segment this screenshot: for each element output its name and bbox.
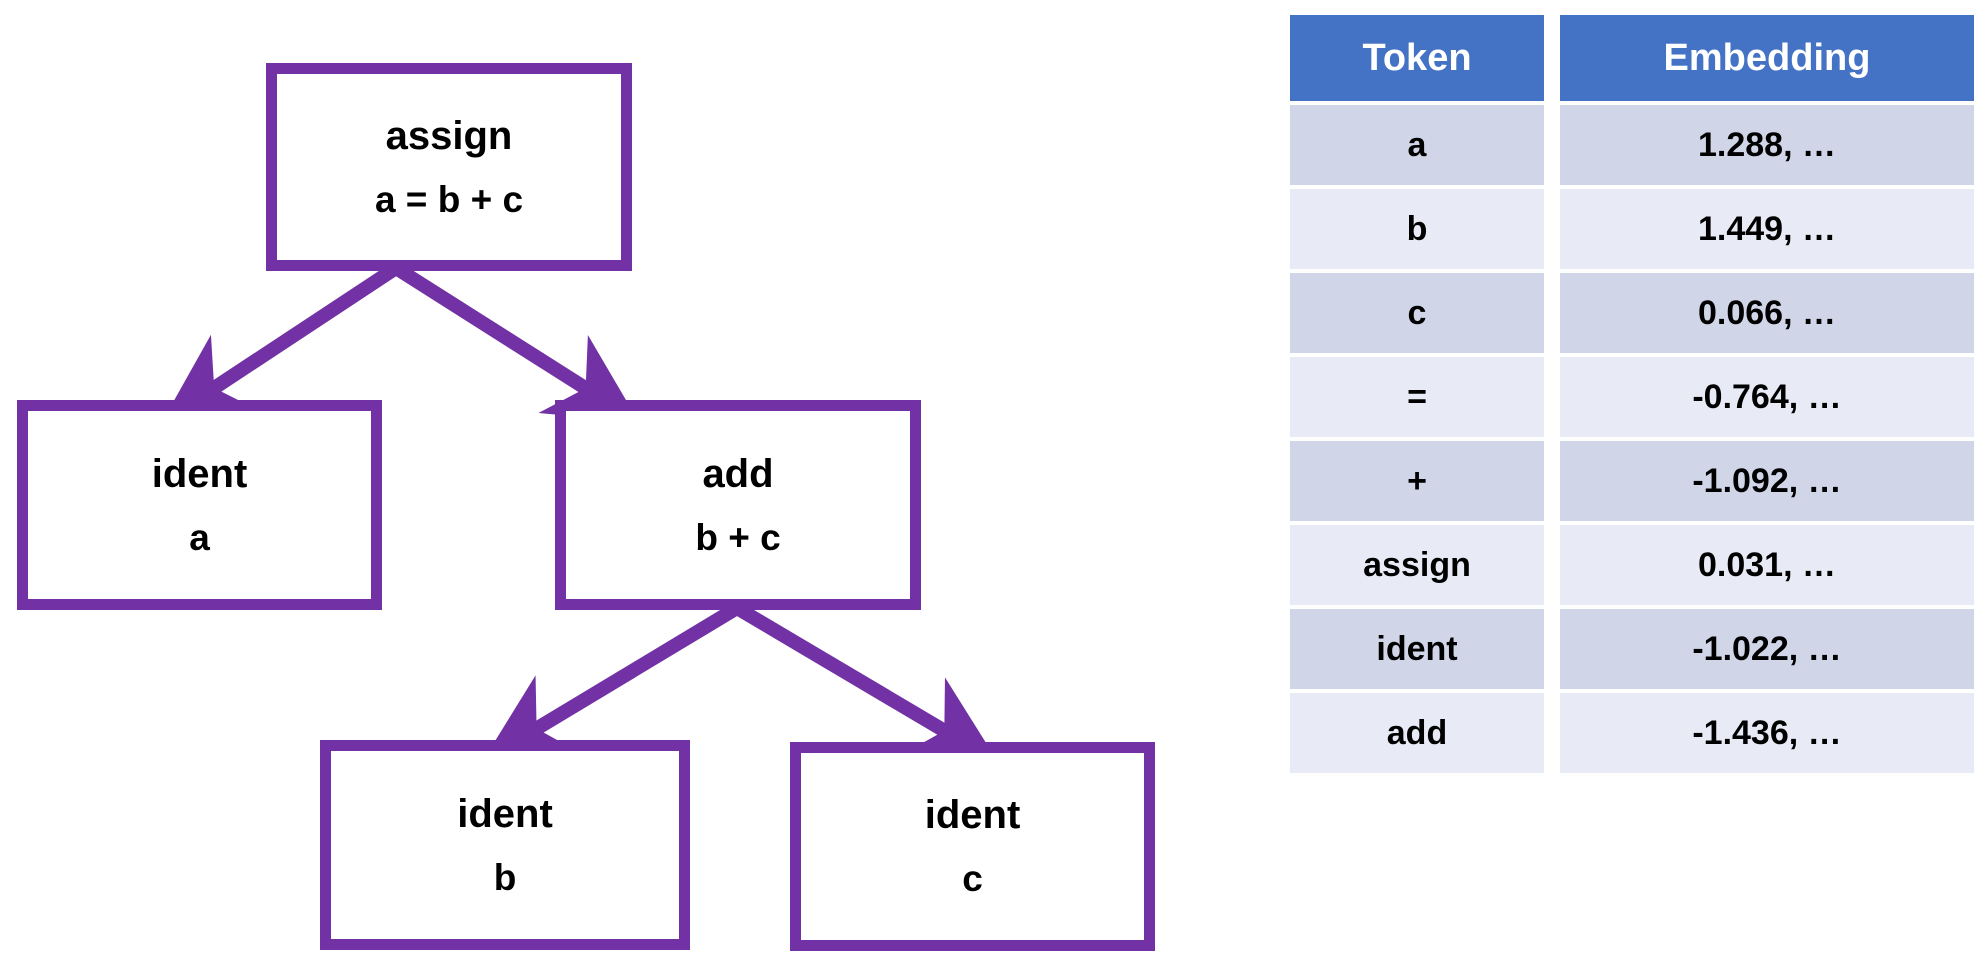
ast-node-ident-c[interactable]: ident c xyxy=(790,742,1155,951)
ast-node-expr-label: a xyxy=(189,516,210,558)
ast-node-expr-label: a = b + c xyxy=(374,178,524,220)
edge-assign-to-ident-a xyxy=(161,262,400,423)
ast-node-ident-b[interactable]: ident b xyxy=(320,740,690,950)
cell-embedding: -0.764, … xyxy=(1560,357,1974,437)
cell-embedding: -1.022, … xyxy=(1560,609,1974,689)
column-header-token: Token xyxy=(1290,15,1544,101)
table-row[interactable]: + -1.092, … xyxy=(1290,441,1974,521)
cell-token: a xyxy=(1290,105,1544,185)
ast-node-expr-label: c xyxy=(962,858,983,900)
cell-embedding: 1.288, … xyxy=(1560,105,1974,185)
ast-diagram: assign a = b + c ident a add b + c ident… xyxy=(17,63,1155,951)
ast-node-ident-a[interactable]: ident a xyxy=(17,400,382,610)
ast-node-assign[interactable]: assign a = b + c xyxy=(266,63,632,271)
edge-add-to-ident-c xyxy=(733,601,999,763)
cell-token: assign xyxy=(1290,525,1544,605)
cell-token: = xyxy=(1290,357,1544,437)
ast-node-type-label: assign xyxy=(385,113,513,158)
table-row[interactable]: assign 0.031, … xyxy=(1290,525,1974,605)
cell-embedding: -1.436, … xyxy=(1560,693,1974,773)
cell-embedding: 0.031, … xyxy=(1560,525,1974,605)
cell-embedding: -1.092, … xyxy=(1560,441,1974,521)
table-row[interactable]: add -1.436, … xyxy=(1290,693,1974,773)
ast-node-expr-label: b xyxy=(493,856,517,898)
cell-embedding: 1.449, … xyxy=(1560,189,1974,269)
cell-token: b xyxy=(1290,189,1544,269)
cell-token: add xyxy=(1290,693,1544,773)
cell-token: + xyxy=(1290,441,1544,521)
ast-node-type-label: add xyxy=(702,451,774,496)
table-row[interactable]: a 1.288, … xyxy=(1290,105,1974,185)
embedding-table: Token Embedding a 1.288, … b 1.449, … c … xyxy=(1290,15,1974,777)
cell-embedding: 0.066, … xyxy=(1560,273,1974,353)
cell-token: ident xyxy=(1290,609,1544,689)
ast-node-add[interactable]: add b + c xyxy=(555,400,921,610)
ast-node-type-label: ident xyxy=(151,451,248,496)
edge-add-to-ident-b xyxy=(482,602,741,762)
ast-node-expr-label: b + c xyxy=(695,516,781,558)
table-header-row: Token Embedding xyxy=(1290,15,1974,101)
table-row[interactable]: = -0.764, … xyxy=(1290,357,1974,437)
table-row[interactable]: c 0.066, … xyxy=(1290,273,1974,353)
table-row[interactable]: b 1.449, … xyxy=(1290,189,1974,269)
ast-node-type-label: ident xyxy=(457,791,553,836)
edge-assign-to-add xyxy=(392,262,639,422)
table-row[interactable]: ident -1.022, … xyxy=(1290,609,1974,689)
column-header-embedding: Embedding xyxy=(1560,15,1974,101)
ast-node-type-label: ident xyxy=(924,793,1021,838)
cell-token: c xyxy=(1290,273,1544,353)
